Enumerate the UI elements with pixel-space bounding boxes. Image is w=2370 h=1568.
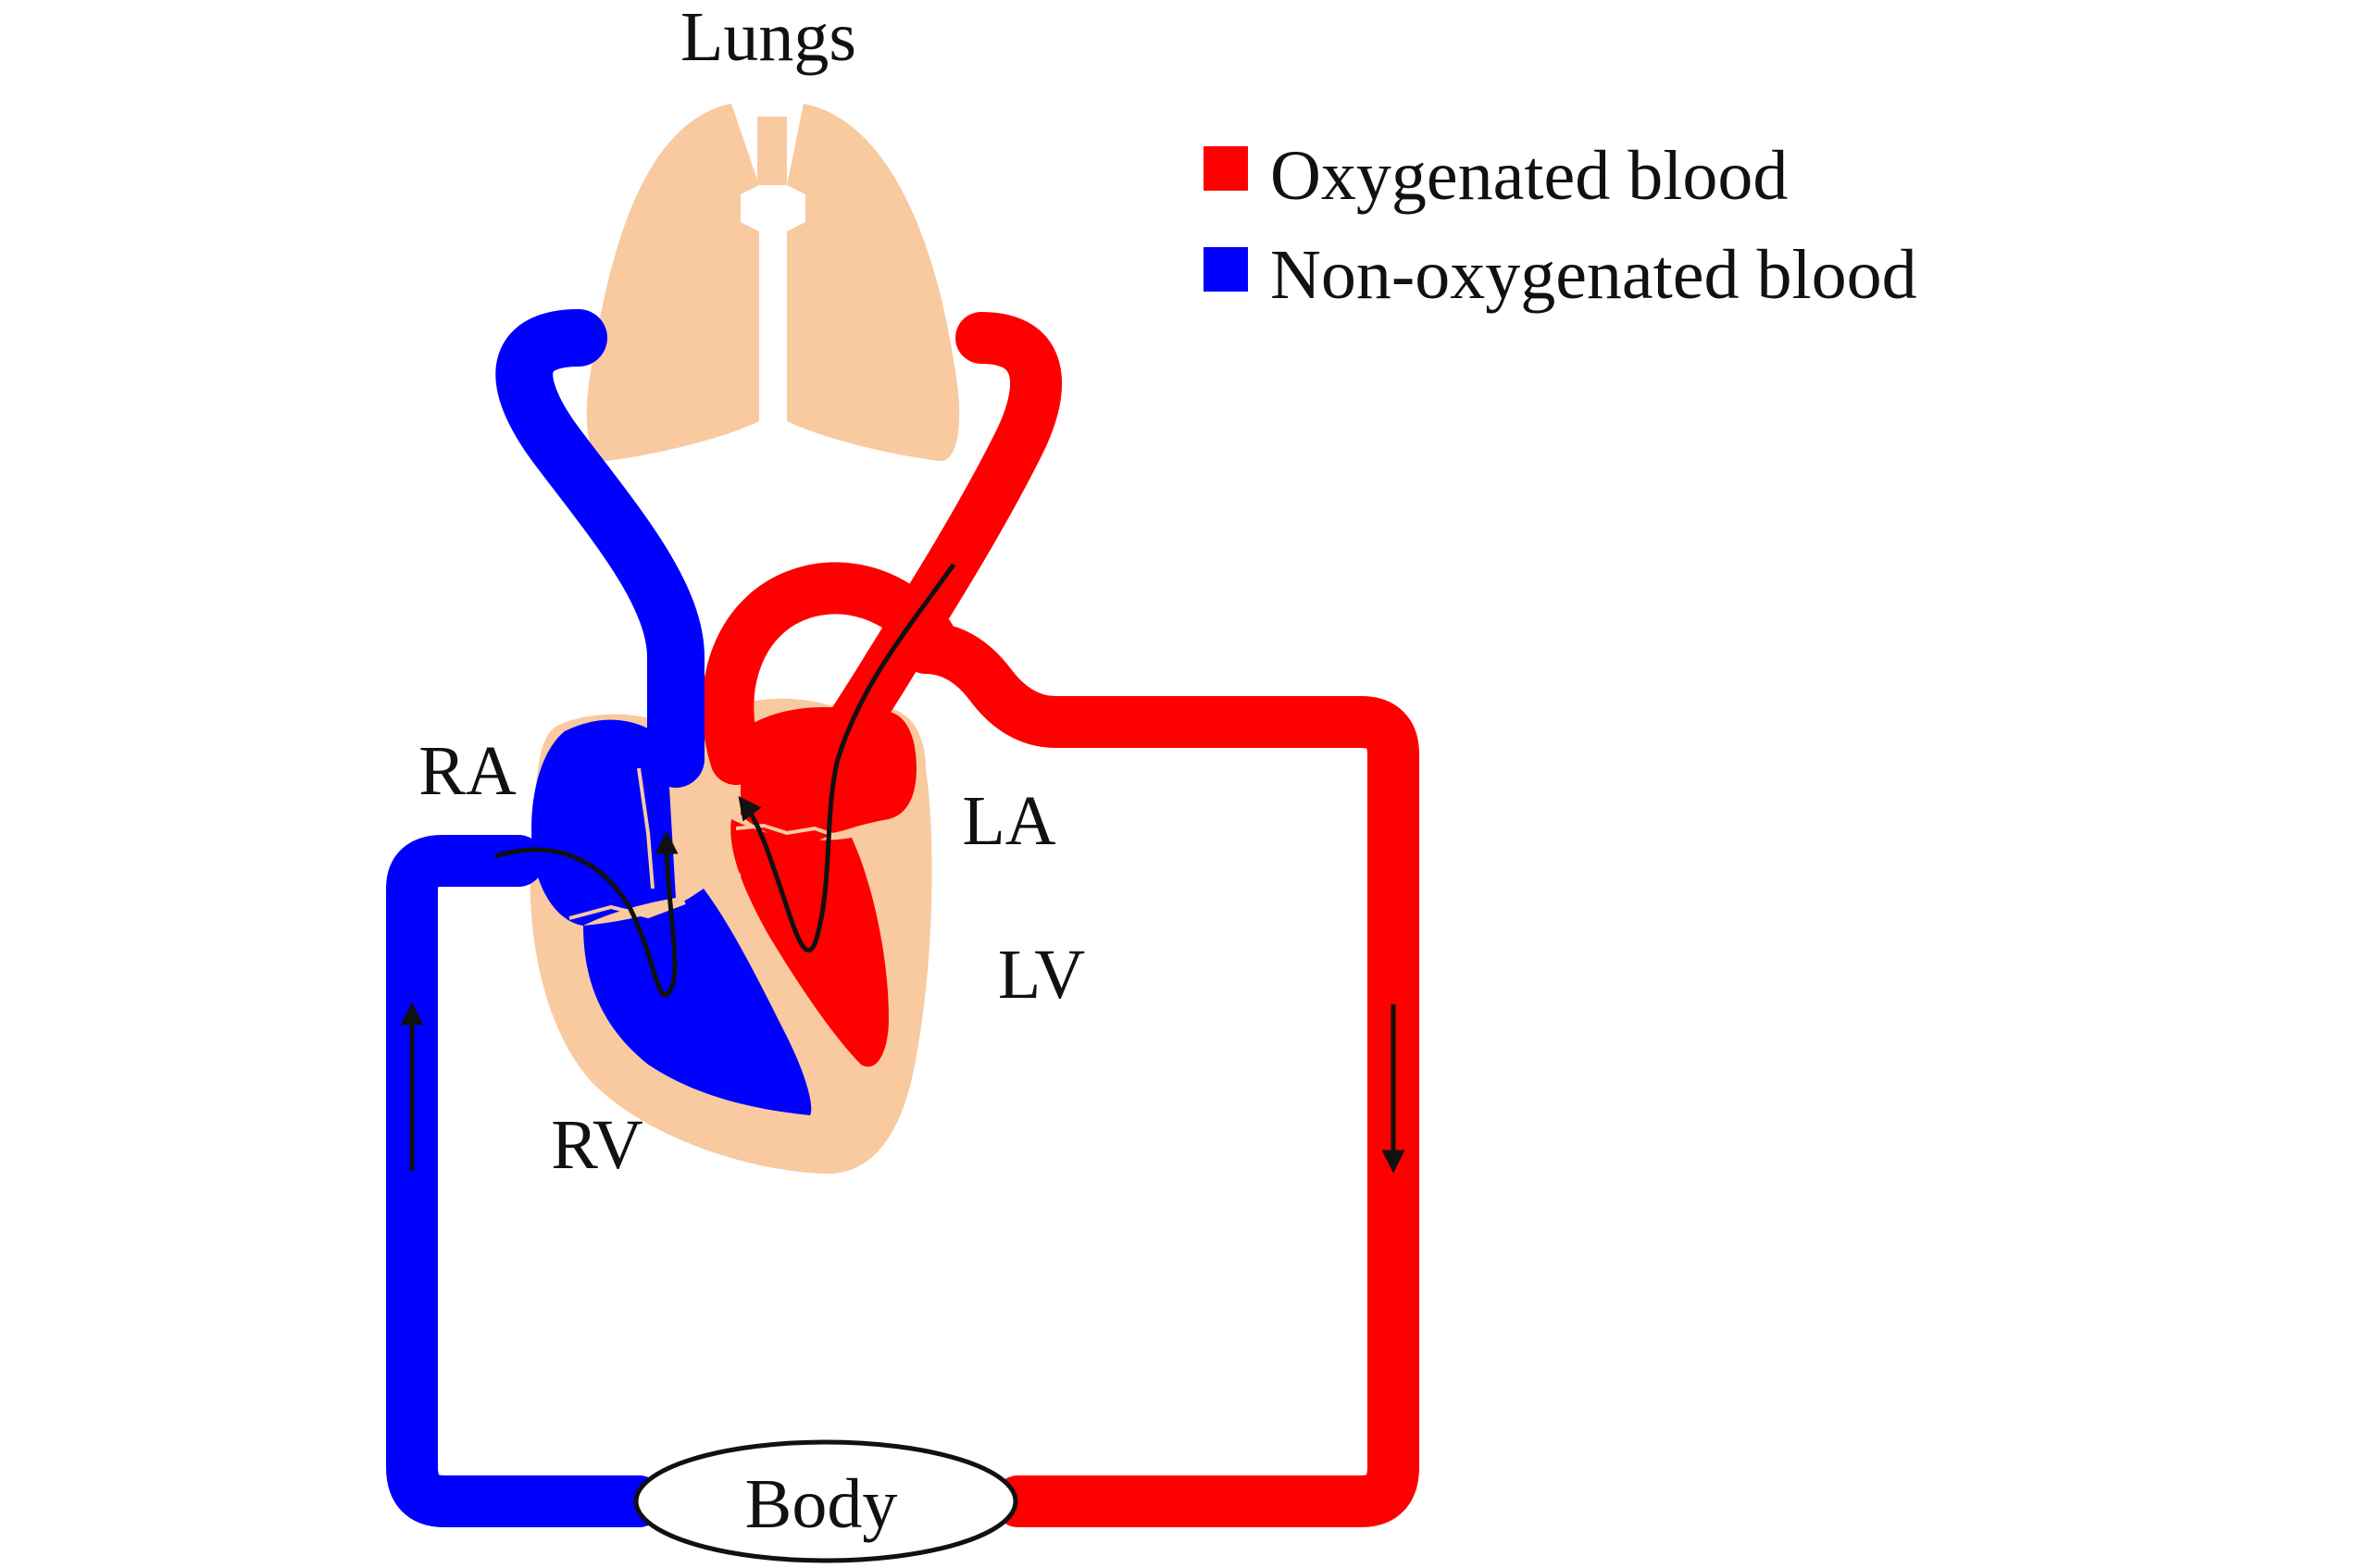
legend: Oxygenated blood Non-oxygenated blood <box>1204 137 1917 314</box>
flow-arrow-left-heart <box>738 563 956 952</box>
label-lungs: Lungs <box>680 0 856 76</box>
body-ellipse <box>633 1439 1018 1563</box>
lungs-shape <box>586 104 960 462</box>
label-la: LA <box>962 782 1055 860</box>
systemic-artery <box>900 622 1419 1527</box>
label-ra: RA <box>418 732 517 810</box>
flow-arrow-right-heart <box>494 830 679 998</box>
legend-label-non-oxygenated: Non-oxygenated blood <box>1270 236 1917 314</box>
legend-label-oxygenated: Oxygenated blood <box>1270 137 1788 215</box>
label-rv: RV <box>551 1106 643 1184</box>
pulmonary-artery <box>495 309 705 788</box>
label-lv: LV <box>998 936 1085 1014</box>
legend-swatch-non-oxygenated <box>1204 247 1248 292</box>
label-body: Body <box>745 1465 898 1543</box>
systemic-vein <box>386 835 665 1527</box>
legend-swatch-oxygenated <box>1204 146 1248 191</box>
